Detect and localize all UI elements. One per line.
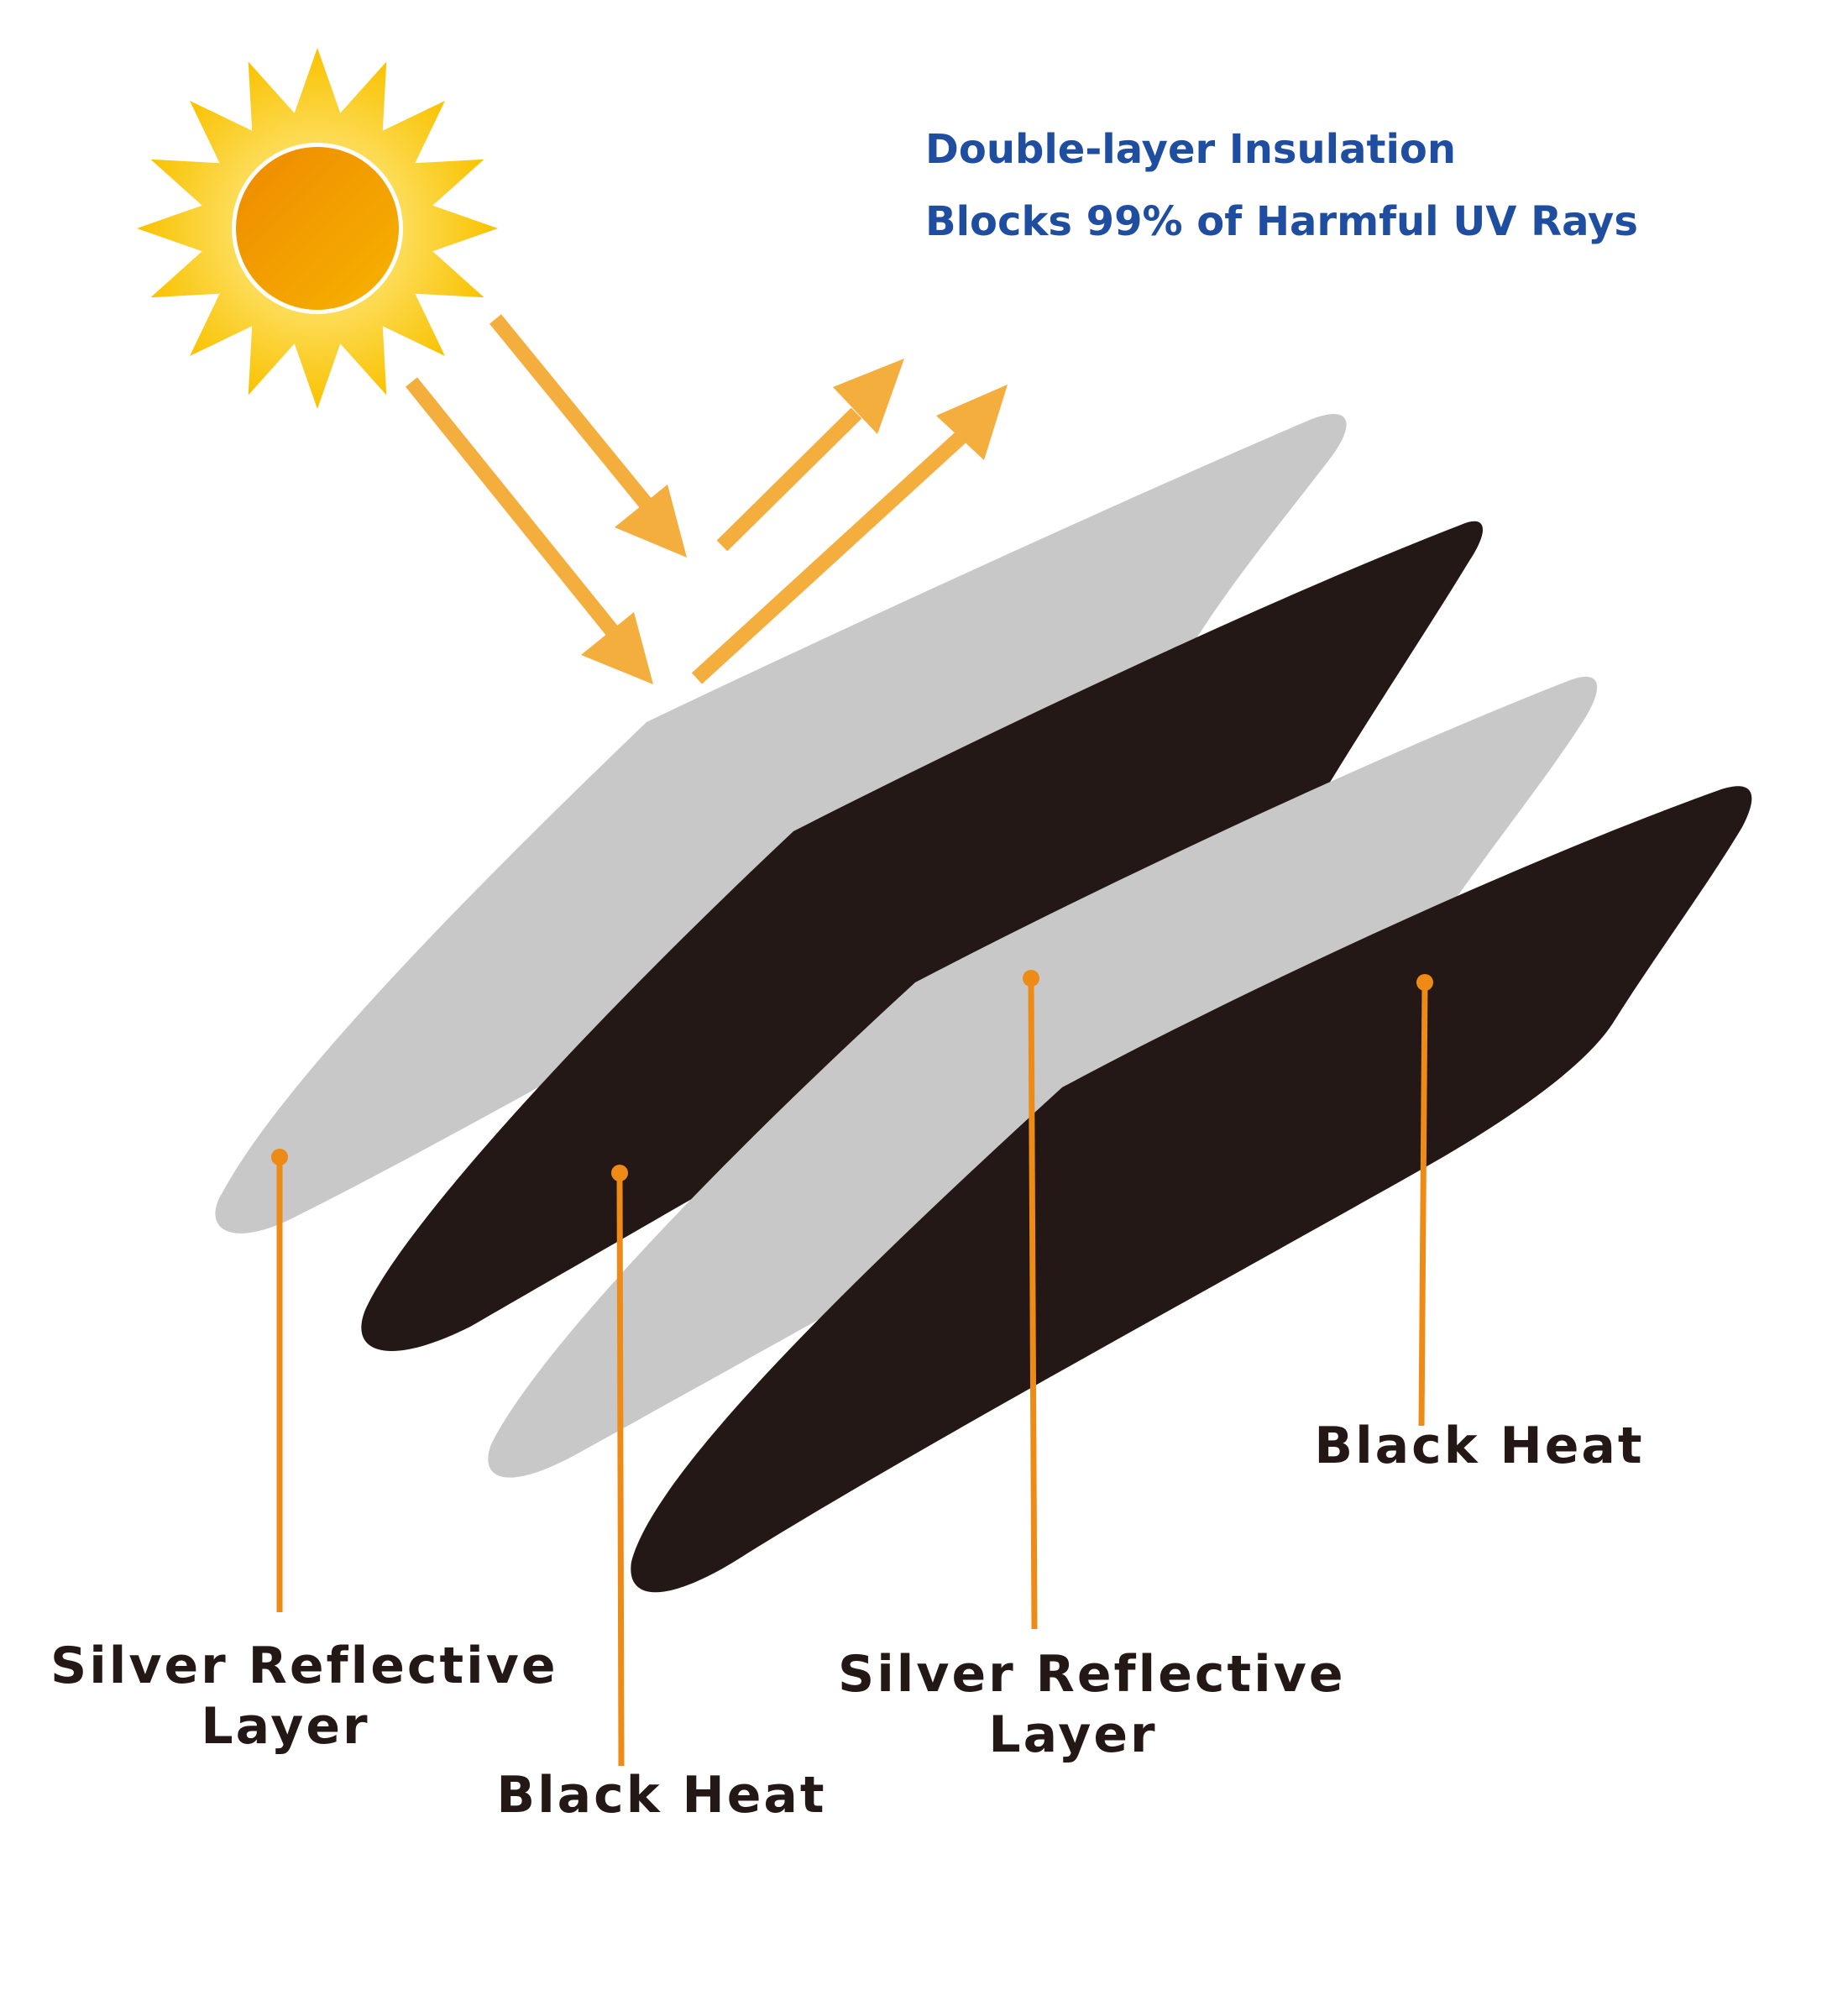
reflected-ray-1	[716, 359, 904, 552]
arrow-up-right-icon	[833, 359, 904, 434]
leader-dot	[1416, 974, 1433, 991]
reflected-ray-2	[691, 385, 1008, 684]
label-black-heat-1: Black Heat	[494, 1765, 830, 1825]
leader-silver-1	[271, 1149, 288, 1612]
leader-dot	[1023, 970, 1039, 987]
black-heat-layer-2	[631, 786, 1752, 1593]
label-line: Black Heat	[496, 1766, 827, 1825]
label-silver-reflective-layer-1: Silver Reflective Layer	[50, 1636, 558, 1757]
incoming-ray-1	[489, 314, 687, 558]
label-line: Layer	[201, 1697, 370, 1756]
label-line: Silver Reflective	[838, 1645, 1346, 1704]
leader-silver-2	[1023, 970, 1039, 1630]
label-line: Black Heat	[1314, 1417, 1645, 1475]
headline-uv-block: Blocks 99% of Harmful UV Rays	[925, 198, 1638, 245]
leader-dot	[271, 1149, 288, 1165]
label-black-heat-2: Black Heat	[1311, 1416, 1647, 1476]
arrow-down-right-icon	[581, 612, 653, 684]
sun-icon	[137, 48, 498, 409]
leader-black-2	[1416, 974, 1433, 1427]
leader-dot	[611, 1165, 628, 1181]
silver-reflective-layer-2	[488, 676, 1598, 1478]
silver-reflective-layer-1	[215, 413, 1347, 1233]
label-silver-reflective-layer-2: Silver Reflective Layer	[838, 1644, 1346, 1765]
label-line: Silver Reflective	[50, 1637, 558, 1695]
arrow-down-right-icon	[615, 484, 687, 558]
sun-core	[236, 147, 399, 310]
black-heat-layer-1	[361, 521, 1484, 1351]
label-line: Layer	[988, 1705, 1158, 1764]
incoming-ray-2	[405, 377, 653, 684]
arrow-up-right-icon	[936, 385, 1008, 460]
leader-black-1	[611, 1165, 628, 1767]
headline-insulation: Double-layer Insulation	[925, 126, 1457, 173]
